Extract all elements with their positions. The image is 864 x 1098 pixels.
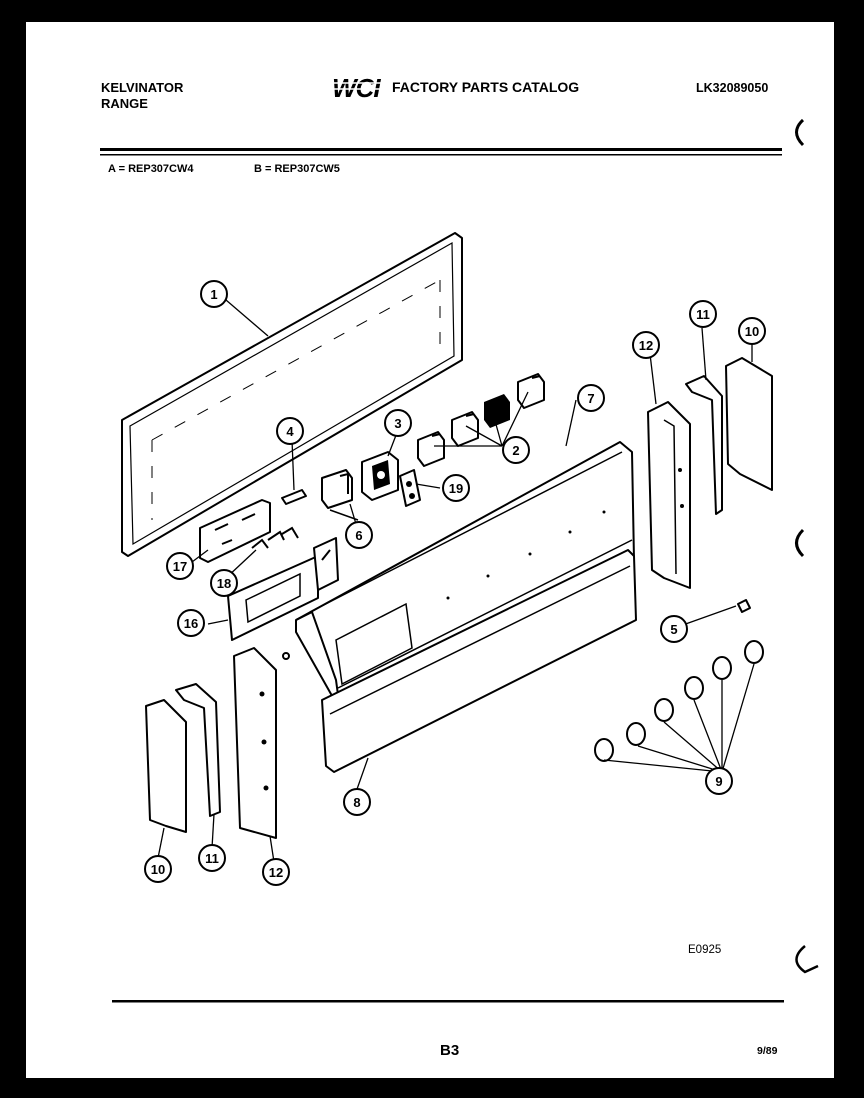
model-a-label: A = REP307CW4: [108, 163, 194, 175]
callout-16: 16: [177, 609, 205, 637]
part-clock-bracket: [227, 537, 339, 641]
callout-7: 7: [577, 384, 605, 412]
callout-18: 18: [210, 569, 238, 597]
svg-text:12: 12: [639, 338, 653, 353]
svg-text:1: 1: [210, 287, 217, 302]
part-clips: [251, 526, 299, 549]
part-switch-clip: [399, 469, 421, 507]
part-selector-switch: [361, 451, 399, 501]
svg-text:18: 18: [217, 576, 231, 591]
part-side-panel-left: [233, 647, 290, 839]
catalog-title: FACTORY PARTS CATALOG: [392, 79, 580, 95]
model-b-label: B = REP307CW5: [254, 163, 340, 175]
svg-text:8: 8: [353, 795, 360, 810]
svg-text:3: 3: [394, 416, 401, 431]
callout-12-right: 12: [632, 331, 660, 359]
callout-markers: 1 2 3 4 5 6 7 8 9 10 11 12 16 17 18 19 1…: [144, 280, 766, 886]
callout-4: 4: [276, 417, 304, 445]
svg-text:17: 17: [173, 559, 187, 574]
part-side-bracket-left: [175, 683, 221, 817]
logo-text: WCI: [332, 74, 381, 102]
callout-19: 19: [442, 474, 470, 502]
catalog-number: LK32089050: [696, 81, 769, 95]
callout-11-left: 11: [198, 844, 226, 872]
callout-5: 5: [660, 615, 688, 643]
svg-text:19: 19: [449, 481, 463, 496]
callout-17: 17: [166, 552, 194, 580]
header-rule: [100, 148, 782, 151]
callout-12-left: 12: [262, 858, 290, 886]
callout-2: 2: [502, 436, 530, 464]
part-infinite-switch: [321, 469, 359, 521]
svg-text:10: 10: [745, 324, 759, 339]
svg-text:12: 12: [269, 865, 283, 880]
part-knobs: [594, 640, 764, 762]
footer-rule: [112, 1000, 784, 1003]
part-side-panel-right: [647, 401, 691, 589]
part-backguard-glass: [121, 232, 463, 557]
callout-10-left: 10: [144, 855, 172, 883]
svg-text:11: 11: [205, 851, 219, 866]
callout-11-right: 11: [689, 300, 717, 328]
part-side-trim-right: [725, 357, 773, 491]
catalog-page: KELVINATOR RANGE WCI FACTORY PARTS CATAL…: [26, 22, 834, 1078]
svg-text:4: 4: [286, 424, 294, 439]
page-number: B3: [440, 1042, 460, 1059]
svg-text:9: 9: [715, 774, 722, 789]
part-trim-strip: [321, 549, 637, 773]
brand-block: KELVINATOR RANGE: [101, 80, 183, 112]
part-screw: [737, 599, 751, 613]
callout-9: 9: [705, 767, 733, 795]
header-rule-thin: [100, 154, 782, 156]
binder-hole-mark: [795, 528, 805, 558]
part-side-bracket-right: [685, 375, 723, 515]
callout-6: 6: [345, 521, 373, 549]
part-side-trim-left: [145, 699, 187, 833]
exploded-parts-diagram: 1 2 3 4 5 6 7 8 9 10 11 12 16 17 18 19 1…: [100, 118, 819, 1003]
part-clip: [281, 489, 307, 505]
svg-text:16: 16: [184, 616, 198, 631]
part-clock-overlay: [199, 499, 271, 563]
svg-text:7: 7: [587, 391, 594, 406]
binder-hole-mark: [795, 118, 805, 147]
product-type: RANGE: [101, 96, 148, 111]
callout-3: 3: [384, 409, 412, 437]
svg-text:10: 10: [151, 862, 165, 877]
binder-hole-mark: [795, 945, 819, 974]
page-date: 9/89: [757, 1045, 778, 1057]
wci-logo: WCI: [330, 74, 388, 102]
callout-1: 1: [200, 280, 228, 308]
svg-text:2: 2: [512, 443, 519, 458]
brand-name: KELVINATOR: [101, 80, 184, 95]
svg-text:11: 11: [696, 307, 710, 322]
part-surface-switches: [417, 373, 545, 467]
svg-text:6: 6: [355, 528, 362, 543]
drawing-code: E0925: [688, 944, 722, 956]
callout-8: 8: [343, 788, 371, 816]
svg-text:5: 5: [670, 622, 677, 637]
callout-10-right: 10: [738, 317, 766, 345]
